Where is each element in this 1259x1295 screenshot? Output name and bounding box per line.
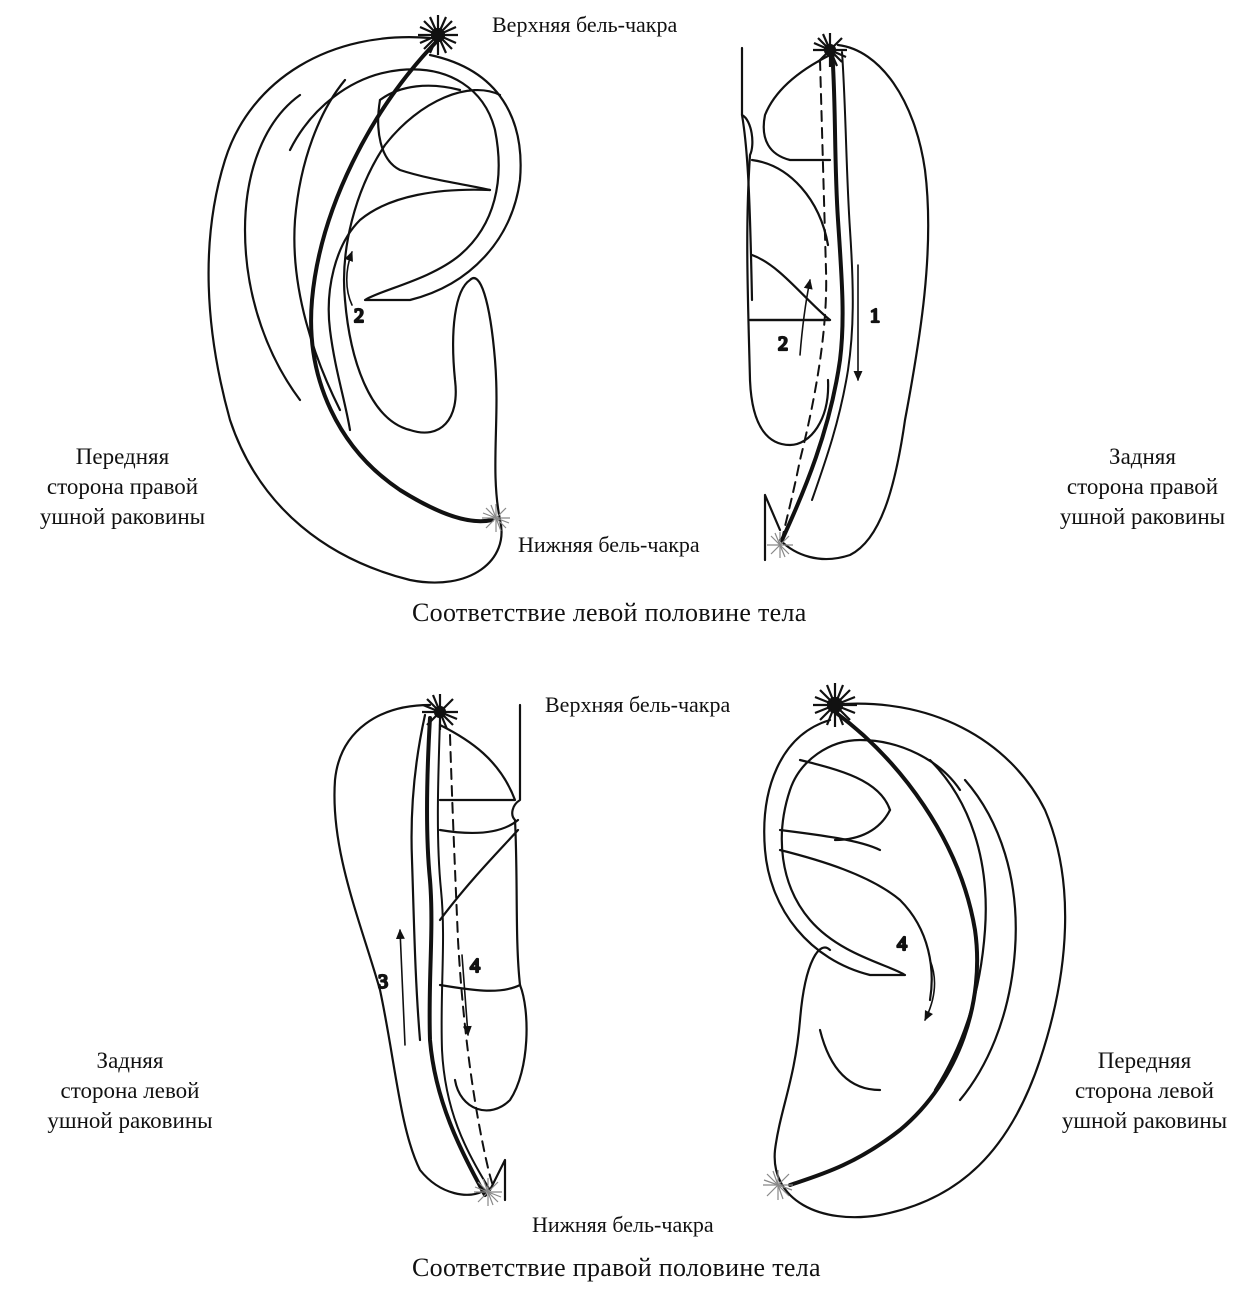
ear-front-right <box>209 37 521 582</box>
label-line: Передняя <box>10 442 235 472</box>
ear-back-left <box>334 705 526 1200</box>
upper-chakra-star-top-right <box>813 33 847 67</box>
label-back-left-ear: Задняя сторона левой ушной раковины <box>20 1046 240 1136</box>
upper-chakra-label-bottom: Верхняя бель-чакра <box>545 692 730 718</box>
label-front-left-ear: Передняя сторона левой ушной раковины <box>1032 1046 1257 1136</box>
arrow-number-1-back-right: 1 <box>870 305 880 327</box>
arrow-number-4-back-left: 4 <box>470 955 480 977</box>
label-front-right-ear: Передняя сторона правой ушной раковины <box>10 442 235 532</box>
caption-top: Соответствие левой половине тела <box>412 598 807 628</box>
lower-chakra-star-bottom-left <box>474 1178 502 1206</box>
ear-back-right <box>742 45 928 560</box>
label-line: сторона правой <box>10 472 235 502</box>
lower-chakra-star-top-left <box>482 504 510 532</box>
upper-chakra-label-top: Верхняя бель-чакра <box>492 12 677 38</box>
label-line: ушной раковины <box>10 502 235 532</box>
ear-front-left <box>764 704 1065 1218</box>
label-line: Задняя <box>20 1046 240 1076</box>
arrow-number-4-front-left: 4 <box>897 933 907 955</box>
label-line: ушной раковины <box>20 1106 240 1136</box>
lower-chakra-label-top: Нижняя бель-чакра <box>518 532 700 558</box>
label-line: ушной раковины <box>1032 1106 1257 1136</box>
label-line: сторона правой <box>1030 472 1255 502</box>
label-line: ушной раковины <box>1030 502 1255 532</box>
arrow-number-2-back-right: 2 <box>778 333 788 355</box>
label-line: Передняя <box>1032 1046 1257 1076</box>
label-back-right-ear: Задняя сторона правой ушной раковины <box>1030 442 1255 532</box>
lower-chakra-star-bottom-right <box>763 1170 793 1200</box>
arrow-number-3-back-left: 3 <box>378 971 388 993</box>
upper-chakra-star-top-left <box>418 15 458 55</box>
label-line: сторона левой <box>1032 1076 1257 1106</box>
upper-chakra-star-bottom-right <box>813 683 857 727</box>
lower-chakra-star-top-right <box>767 532 793 558</box>
caption-bottom: Соответствие правой половине тела <box>412 1253 821 1283</box>
label-line: Задняя <box>1030 442 1255 472</box>
upper-chakra-star-bottom-left <box>422 694 458 730</box>
label-line: сторона левой <box>20 1076 240 1106</box>
arrow-number-2-front-right: 2 <box>354 305 364 327</box>
lower-chakra-label-bottom: Нижняя бель-чакра <box>532 1212 714 1238</box>
